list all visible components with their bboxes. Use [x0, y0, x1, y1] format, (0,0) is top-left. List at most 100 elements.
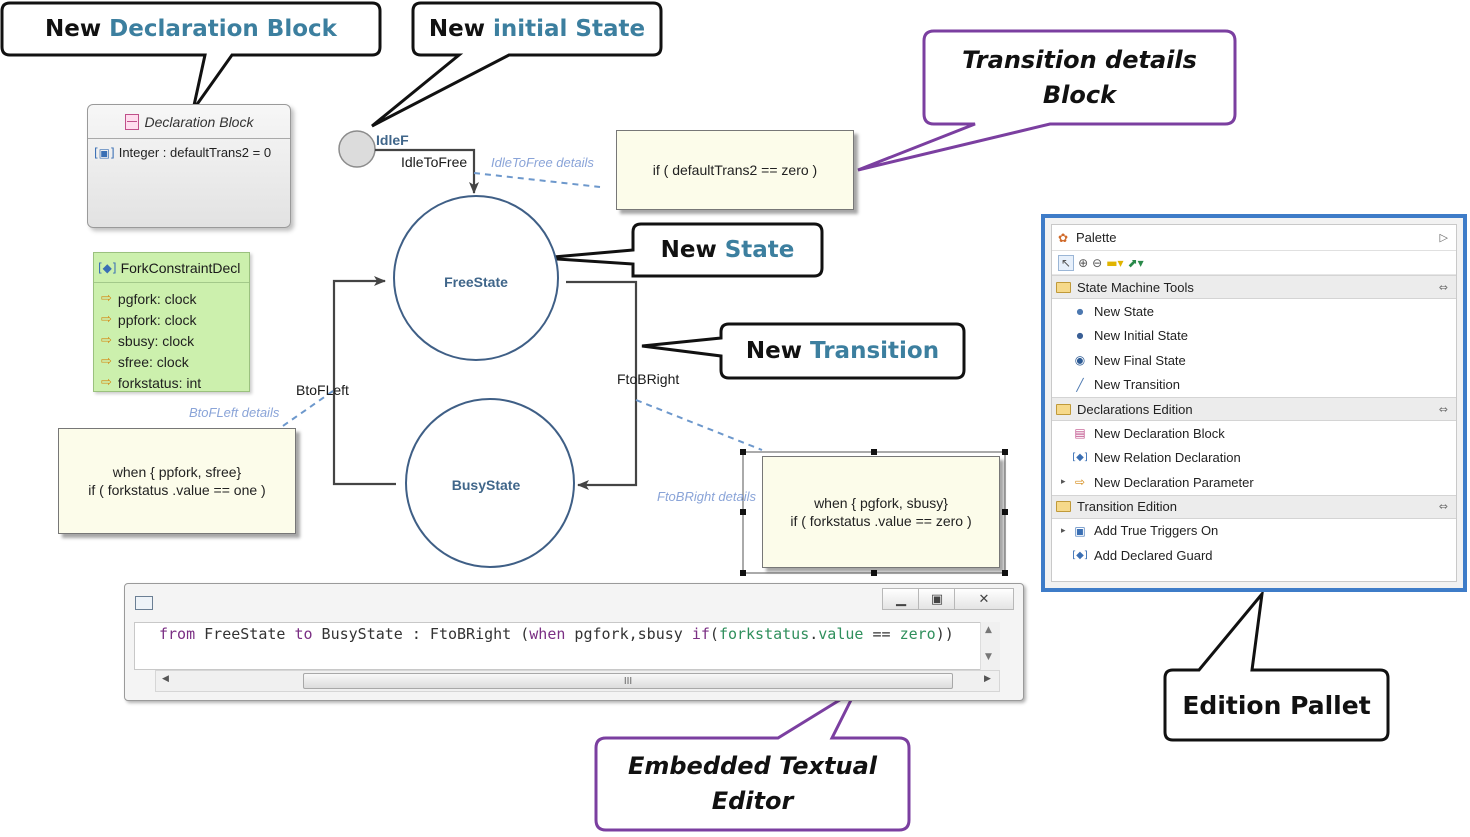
palette-collapse-icon[interactable]: ▷	[1439, 231, 1448, 244]
parameter-icon: ⇨	[101, 312, 112, 327]
collapse-section-icon[interactable]: ⇔	[1438, 402, 1448, 416]
collapse-section-icon[interactable]: ⇔	[1438, 280, 1448, 294]
code-token: from	[159, 625, 196, 643]
palette-section-transition[interactable]: Transition Edition ⇔	[1052, 494, 1456, 519]
detail-label-free-to-busy: FtoBRight details	[657, 489, 756, 504]
relation-declaration-icon: [◆]	[98, 260, 117, 275]
folder-icon	[1056, 281, 1071, 293]
callout-highlight: Transition	[810, 337, 940, 364]
callout-initial-state-shape	[371, 1, 663, 128]
palette-section-declarations[interactable]: Declarations Edition ⇔	[1052, 397, 1456, 421]
callout-new-state: New State	[633, 225, 822, 275]
transition-details-note-busy-to-free[interactable]: when { ppfork, sfree} if ( forkstatus .v…	[58, 428, 296, 534]
palette-item-new-transition[interactable]: ╱ New Transition	[1052, 373, 1456, 398]
state-icon: ●	[1076, 306, 1084, 316]
scroll-thumb[interactable]: III	[303, 673, 953, 689]
integer-variable-icon: [▣]	[94, 145, 115, 160]
folder-icon	[1056, 501, 1071, 512]
palette-item-new-declaration-block[interactable]: ▤ New Declaration Block	[1052, 421, 1456, 446]
fork-item[interactable]: ⇨ppfork: clock	[94, 309, 249, 330]
palette-item-add-true-triggers[interactable]: ▸ ▣ Add True Triggers On	[1052, 519, 1456, 544]
minimize-button[interactable]: ▁	[882, 588, 920, 610]
declaration-block-icon: ▤	[1074, 426, 1086, 441]
declaration-block-title: Declaration Block	[144, 113, 254, 130]
editor-window-icon	[135, 596, 153, 610]
palette-item-label: New Final State	[1094, 352, 1186, 368]
scroll-up-icon[interactable]: ▲	[985, 625, 992, 635]
code-token: FreeState	[195, 625, 295, 643]
declaration-block-header: Declaration Block	[88, 105, 290, 139]
state-label-busy: BusyState	[451, 477, 521, 493]
transition-details-note-idle-to-free[interactable]: if ( defaultTrans2 == zero )	[616, 130, 854, 210]
palette-item-label: New Transition	[1094, 377, 1180, 393]
fork-constraint-items: ⇨pgfork: clock ⇨ppfork: clock ⇨sbusy: cl…	[94, 283, 249, 393]
declaration-row[interactable]: [▣] Integer : defaultTrans2 = 0	[88, 139, 290, 166]
fork-item[interactable]: ⇨sbusy: clock	[94, 330, 249, 351]
close-button[interactable]: ✕	[954, 588, 1014, 610]
transition-details-note-free-to-busy[interactable]: when { pgfork, sbusy} if ( forkstatus .v…	[762, 456, 1000, 568]
editor-text-area[interactable]	[134, 622, 1000, 670]
initial-state-node[interactable]	[338, 130, 376, 168]
zoom-in-icon[interactable]: ⊕	[1078, 255, 1089, 270]
transition-label-free-to-busy[interactable]: FtoBRight	[617, 371, 680, 387]
palette-inner: ✿ Palette ▷ ↖ ⊕ ⊖ ▬▾ ⬈▾ State Machine To…	[1051, 224, 1457, 582]
callout-prefix: New	[660, 236, 717, 263]
editor-code-line[interactable]: from FreeState to BusyState : FtoBRight …	[159, 625, 954, 643]
note-line: if ( forkstatus .value == zero )	[790, 513, 972, 529]
detail-label-idle-to-free: IdleToFree details	[491, 155, 594, 170]
palette-item-new-final-state[interactable]: ◉ New Final State	[1052, 348, 1456, 373]
fork-constraint-title: ForkConstraintDecl	[120, 259, 241, 276]
embedded-text-editor[interactable]: ▁ ▣ ✕ from FreeState to BusyState : FtoB…	[124, 583, 1024, 701]
declaration-row-text: Integer : defaultTrans2 = 0	[118, 145, 272, 160]
fork-item[interactable]: ⇨forkstatus: int	[94, 372, 249, 393]
declaration-block-icon	[124, 113, 139, 130]
code-token: BusyState : FtoBRight (	[312, 625, 530, 643]
initial-state-label: IdleF	[376, 132, 409, 148]
palette-item-add-declared-guard[interactable]: [◆] Add Declared Guard	[1052, 543, 1456, 568]
connection-tool-icon[interactable]: ⬈▾	[1127, 255, 1144, 270]
code-token: when	[529, 625, 566, 643]
palette-item-label: New Declaration Block	[1094, 425, 1225, 441]
code-token: if	[691, 625, 710, 643]
palette-item-new-relation-declaration[interactable]: [◆] New Relation Declaration	[1052, 446, 1456, 471]
declaration-block-node[interactable]: Declaration Block [▣] Integer : defaultT…	[87, 104, 291, 228]
palette-header: ✿ Palette ▷	[1052, 225, 1456, 251]
collapse-section-icon[interactable]: ⇔	[1438, 500, 1448, 513]
note-tool-icon[interactable]: ▬▾	[1106, 255, 1124, 270]
select-tool-icon[interactable]: ↖	[1058, 254, 1075, 271]
editor-vertical-scrollbar[interactable]: ▲ ▼	[980, 622, 1000, 670]
fork-constraint-node[interactable]: [◆] ForkConstraintDecl ⇨pgfork: clock ⇨p…	[93, 252, 250, 392]
restore-button[interactable]: ▣	[918, 588, 956, 610]
transition-idle-to-free[interactable]	[375, 148, 479, 194]
zoom-out-icon[interactable]: ⊖	[1092, 255, 1103, 270]
expand-arrow-icon[interactable]: ▸	[1061, 525, 1066, 536]
state-free[interactable]	[393, 195, 559, 361]
palette-item-new-state[interactable]: ● New State	[1052, 299, 1456, 324]
editor-horizontal-scrollbar[interactable]: ◀ III ▶	[155, 670, 1000, 692]
note-line: when { ppfork, sfree}	[112, 464, 242, 480]
callout-textual-editor: Embedded Textual Editor	[596, 748, 909, 820]
selection-handles[interactable]	[740, 449, 1008, 576]
transition-label-busy-to-free[interactable]: BtoFLeft	[296, 382, 349, 398]
scroll-right-icon[interactable]: ▶	[984, 674, 991, 684]
transition-free-to-busy[interactable]	[566, 280, 638, 490]
transition-busy-to-free[interactable]	[332, 276, 396, 486]
callout-transition-details: Transition details Block	[924, 42, 1235, 114]
callout-line-1: Transition details	[962, 46, 1197, 74]
scroll-left-icon[interactable]: ◀	[162, 674, 169, 684]
palette-item-new-declaration-parameter[interactable]: ▸ ⇨ New Declaration Parameter	[1052, 470, 1456, 495]
palette-section-state-machine[interactable]: State Machine Tools ⇔	[1052, 275, 1456, 299]
callout-highlight: State	[724, 236, 795, 263]
palette-item-label: Add Declared Guard	[1094, 547, 1213, 563]
code-token: (	[709, 625, 719, 643]
fork-item[interactable]: ⇨sfree: clock	[94, 351, 249, 372]
code-token: .	[809, 625, 819, 643]
scroll-down-icon[interactable]: ▼	[985, 652, 992, 662]
expand-arrow-icon[interactable]: ▸	[1061, 477, 1066, 488]
state-busy[interactable]	[405, 398, 575, 568]
fork-item[interactable]: ⇨pgfork: clock	[94, 288, 249, 309]
fork-item-label: forkstatus: int	[117, 374, 202, 391]
palette-title: Palette	[1076, 230, 1117, 245]
palette-item-new-initial-state[interactable]: ● New Initial State	[1052, 324, 1456, 349]
transition-label-idle-to-free[interactable]: IdleToFree	[401, 154, 468, 170]
